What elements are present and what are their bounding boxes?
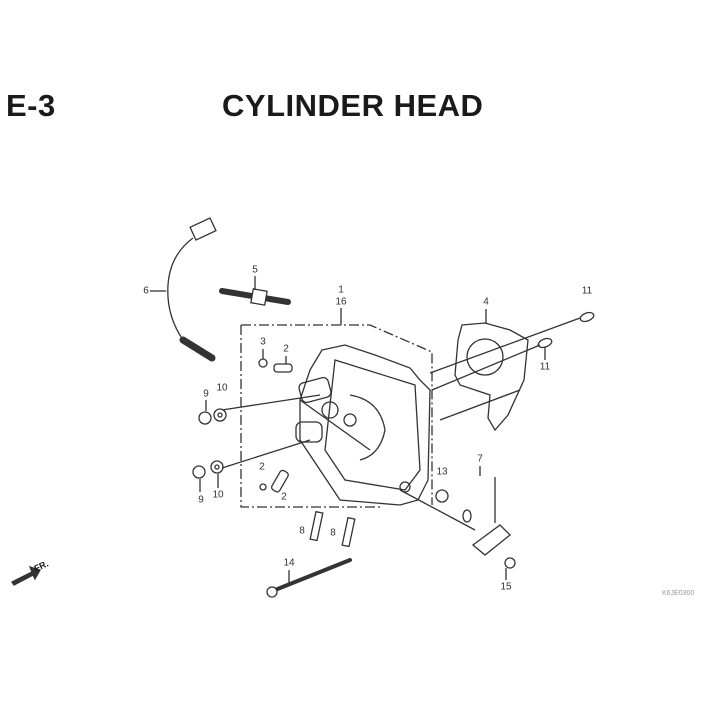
callout-10: 10 — [216, 382, 228, 394]
diagram-code: K6JE0300 — [662, 590, 695, 597]
spark-plug — [219, 276, 291, 306]
nut — [192, 465, 206, 479]
callout-2: 2 — [281, 491, 287, 503]
o2-sensor — [150, 217, 217, 362]
callout-2: 2 — [283, 343, 289, 355]
callout-11: 11 — [539, 361, 551, 373]
callout-16: 16 — [335, 296, 347, 308]
dowel-pin — [579, 311, 595, 323]
callout-3: 3 — [260, 336, 266, 348]
stud-bolt — [273, 363, 293, 373]
callout-8: 8 — [330, 527, 336, 539]
callout-10: 10 — [212, 489, 224, 501]
callout-4: 4 — [483, 296, 489, 308]
callout-14: 14 — [283, 557, 295, 569]
callout-15: 15 — [500, 581, 512, 593]
page-title: CYLINDER HEAD — [222, 88, 484, 123]
callout-1: 1 — [338, 284, 344, 296]
nut — [198, 411, 212, 425]
dowel-8 — [341, 516, 356, 548]
callout-5: 5 — [252, 264, 258, 276]
front-direction-arrow — [11, 565, 41, 586]
o-ring — [258, 358, 268, 368]
cylinder-head-gasket — [454, 309, 529, 432]
bolt-13 — [435, 489, 449, 503]
o-ring — [259, 483, 267, 491]
section-number: E-3 — [6, 88, 56, 123]
sensor-7 — [462, 466, 516, 580]
bolt-15 — [504, 557, 516, 569]
callout-11: 11 — [581, 285, 593, 297]
dowel-8 — [309, 510, 324, 542]
washer — [213, 408, 227, 422]
callout-9: 9 — [198, 494, 204, 506]
washer — [210, 460, 224, 474]
callout-9: 9 — [203, 388, 209, 400]
stud-bolt — [270, 469, 289, 493]
callout-6: 6 — [143, 285, 149, 297]
long-bolt — [273, 558, 352, 592]
callout-7: 7 — [477, 453, 483, 465]
callout-13: 13 — [436, 466, 448, 478]
cylinder-head — [295, 344, 431, 506]
callout-2: 2 — [259, 461, 265, 473]
assembly-bracket — [240, 324, 433, 508]
callout-8: 8 — [299, 525, 305, 537]
